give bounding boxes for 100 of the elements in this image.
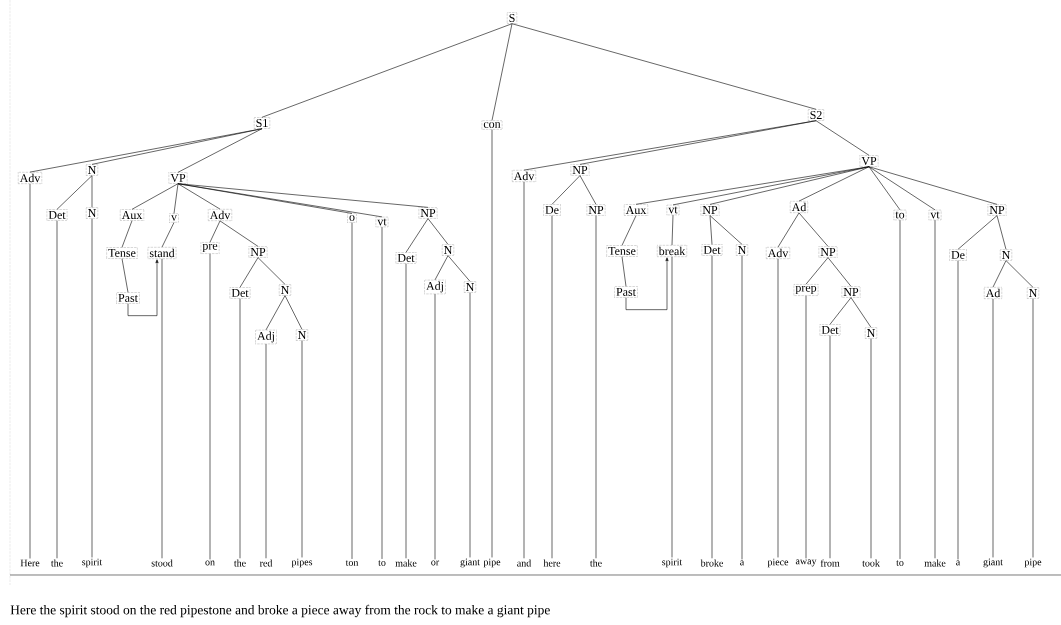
bent-arrow [625, 257, 669, 310]
branch-line [827, 257, 852, 287]
tree-label: vt [666, 204, 680, 216]
tree-label: prep [793, 284, 819, 296]
tree-label: N [296, 329, 308, 341]
word: a [956, 560, 961, 566]
branch-line [709, 215, 743, 245]
branch-line [829, 297, 852, 325]
leader-line [405, 263, 407, 559]
leader-line [56, 220, 58, 559]
branch-line [805, 257, 829, 285]
leader-line [161, 258, 163, 559]
branch-line [405, 218, 429, 253]
branch-line [91, 128, 263, 165]
leader-line [595, 215, 597, 559]
tree-label: Adj [255, 329, 277, 345]
tree-label: Adv [208, 209, 232, 221]
leader-line [209, 253, 211, 560]
tree-label: NP [987, 204, 1007, 216]
word: to [896, 560, 904, 566]
tree-label: S1 [254, 117, 270, 129]
tree-label: N [1000, 249, 1012, 261]
word: from [820, 559, 840, 567]
word: a [740, 560, 745, 566]
word: or [431, 560, 440, 566]
branch-line [447, 255, 471, 282]
tree-label: Adj [424, 279, 446, 295]
word: pipe [1024, 558, 1042, 568]
word: giant [460, 558, 480, 568]
tree-label: N [86, 164, 98, 176]
branch-line [131, 183, 179, 210]
branch-line [992, 260, 1007, 288]
branch-line [219, 220, 259, 247]
bent-arrow [127, 259, 159, 316]
word: red [259, 559, 273, 567]
branch-line [868, 166, 998, 205]
tree-label: NP [570, 164, 590, 176]
tree-label: S2 [808, 109, 824, 121]
word: on [205, 560, 215, 566]
leader-line [491, 129, 493, 558]
tree-label: Tense [606, 245, 638, 257]
word: make [395, 559, 417, 567]
branch-line [523, 120, 817, 171]
word: to [378, 560, 386, 566]
branch-line [957, 215, 998, 250]
tree-label: NP [700, 204, 720, 216]
branch-line [579, 175, 597, 205]
caption: Here the spirit stood on the red pipestone and broke a piece away from the rock to make a giant pipe [10, 604, 550, 618]
branch-line [671, 214, 674, 246]
leader-line [899, 219, 901, 560]
tree-label: N [464, 281, 476, 293]
branch-line [491, 23, 513, 121]
leader-line [992, 298, 994, 558]
tree-label: NP [841, 286, 861, 298]
leader-line [523, 181, 525, 559]
leader-line [829, 335, 831, 559]
leader-line [805, 295, 807, 559]
branch-line [815, 120, 870, 156]
tree-label: Ad [984, 287, 1002, 299]
leader-line [301, 340, 303, 558]
tree-label: NP [586, 204, 606, 216]
branch-line [56, 175, 93, 210]
leader-line [381, 226, 383, 560]
word: pipe [483, 558, 501, 568]
branch-line [427, 218, 449, 245]
branch-line [868, 166, 936, 211]
branch-line [261, 23, 513, 118]
word: broke [700, 559, 723, 567]
branch-line [121, 220, 133, 248]
word: spirit [82, 558, 103, 568]
leader-line [434, 293, 436, 560]
word: Here [20, 559, 40, 567]
tree-label: Det [701, 244, 723, 256]
tree-label: break [657, 245, 687, 257]
word: spirit [662, 558, 683, 568]
tree-label: Adv [18, 172, 42, 184]
tree-label: vt [375, 216, 389, 228]
tree-label: Past [614, 286, 638, 298]
branch-line [209, 220, 221, 243]
leader-line [469, 292, 471, 558]
branch-line [709, 166, 870, 205]
branch-line [434, 255, 449, 281]
word: piece [767, 558, 789, 568]
tree-label: N [865, 327, 877, 339]
leader-line [741, 255, 743, 560]
tree-label: N [442, 244, 454, 256]
word: the [51, 559, 63, 567]
tree-label: NP [818, 246, 838, 258]
tree-label: con [481, 120, 503, 130]
tree-label: Aux [120, 209, 144, 221]
word: the [590, 559, 602, 567]
tree-label: N [736, 244, 749, 256]
branch-line [177, 183, 221, 210]
word: here [543, 559, 561, 567]
tree-label: De [543, 204, 561, 216]
word: away [795, 559, 817, 567]
branch-line [621, 215, 637, 246]
word: giant [983, 558, 1003, 568]
leader-line [957, 260, 959, 560]
word: the [234, 559, 246, 567]
